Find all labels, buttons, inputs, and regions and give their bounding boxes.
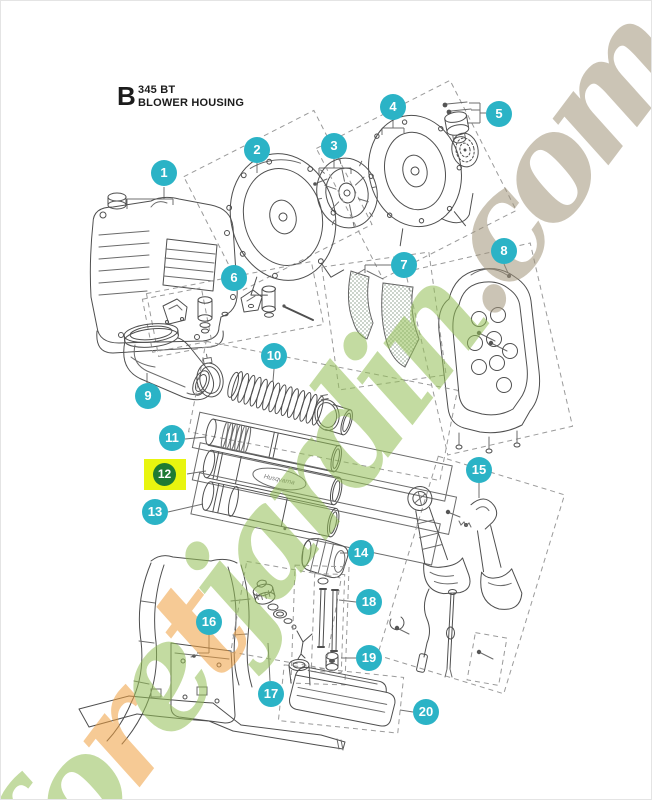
part-19-fuel-filter: [326, 653, 356, 671]
part-badge-2[interactable]: 2: [244, 137, 270, 163]
part-badge-9[interactable]: 9: [135, 383, 161, 409]
part-10-flex-hose: [189, 341, 458, 480]
part-17-fuel-cap-kit: [231, 561, 342, 681]
part-badge-3[interactable]: 3: [321, 133, 347, 159]
part-6-vibration-mounts: [142, 262, 323, 357]
part-badge-7[interactable]: 7: [391, 252, 417, 278]
part-13-tube: [168, 473, 440, 565]
part-badge-19[interactable]: 19: [356, 645, 382, 671]
part-badge-1[interactable]: 1: [151, 160, 177, 186]
part-badge-14[interactable]: 14: [348, 540, 374, 566]
part-badge-12-number: 12: [153, 463, 176, 486]
part-badge-17[interactable]: 17: [258, 681, 284, 707]
part-18-fuel-lines: [291, 565, 356, 685]
part-3-fan: [310, 153, 383, 234]
part-badge-11[interactable]: 11: [159, 425, 185, 451]
section-letter: B: [117, 81, 136, 111]
part-14-nozzle: [299, 536, 350, 579]
part-badge-16[interactable]: 16: [196, 609, 222, 635]
part-badge-18[interactable]: 18: [356, 589, 382, 615]
part-5-starter-piece: [442, 102, 486, 145]
page-title: BLOWER HOUSING: [138, 97, 245, 109]
part-badge-8[interactable]: 8: [491, 238, 517, 264]
part-badge-6[interactable]: 6: [221, 265, 247, 291]
part-11-tube: [185, 412, 452, 501]
part-badge-15[interactable]: 15: [466, 457, 492, 483]
part-badge-10[interactable]: 10: [261, 343, 287, 369]
part-4-inlet-screen: [449, 131, 482, 170]
model-number: 345 BT: [138, 84, 176, 96]
part-15-handle-kit: [377, 456, 564, 694]
part-badge-13[interactable]: 13: [142, 499, 168, 525]
part-16-harness: [79, 556, 345, 750]
part-badge-20[interactable]: 20: [413, 699, 439, 725]
part-badge-4[interactable]: 4: [380, 94, 406, 120]
part-7-mesh-screens: [322, 252, 446, 390]
part-badge-5[interactable]: 5: [486, 101, 512, 127]
part-badge-12[interactable]: 12: [144, 459, 186, 490]
part-8-frame-inlet: [405, 243, 572, 455]
